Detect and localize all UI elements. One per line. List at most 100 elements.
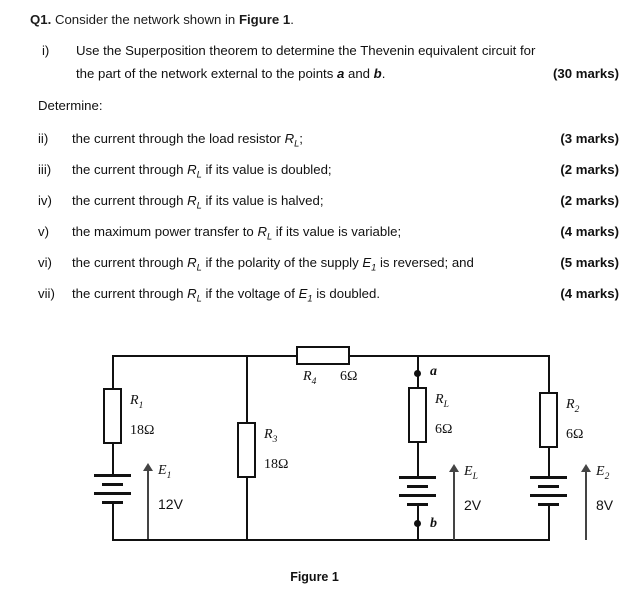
item-vi-numeral: vi) [38,255,52,270]
label-r2-value: 6Ω [566,427,584,442]
label-r3-sub: 3 [272,434,278,445]
battery-e1-plate-short-2 [102,501,123,504]
item-v-numeral: v) [38,224,49,239]
wire-top-right [348,355,550,357]
item-i-numeral: i) [42,43,50,58]
item-vi-sub2: 1 [371,262,377,273]
item-ii-text-a: the current through the load resistor [72,131,285,146]
item-iv-text-a: the current through [72,193,188,208]
item-i-line2-a: the part of the network external to the … [76,66,337,81]
item-i-line2: the part of the network external to the … [76,66,385,81]
item-vii-marks: (4 marks) [560,286,619,301]
battery-el-plate-long-1 [399,476,436,479]
label-r4-sub: 4 [311,376,317,387]
label-r3-sym: R [264,427,273,442]
question-number: Q1. [30,12,52,27]
label-e1-sym: E [158,463,167,478]
item-vii-sym: R [187,286,197,301]
item-iv-sym: R [187,193,197,208]
item-vii-text-c: is doubled. [312,286,381,301]
item-v-text-b: if its value is variable; [272,224,402,239]
label-r2-sym: R [566,397,575,412]
label-rl-sym: R [435,392,444,407]
label-e1-value: 12V [158,496,183,512]
wire-r1-bottom-lead [112,444,114,474]
question-intro-after: . [290,12,294,27]
wire-top-left [112,355,298,357]
item-iv-text-b: if its value is halved; [201,193,324,208]
item-iv-text: the current through RL if its value is h… [72,193,324,211]
arrow-e1-head [143,463,153,471]
label-r3: R3 [264,427,277,445]
item-ii-sub: L [294,138,300,149]
item-ii-text: the current through the load resistor RL… [72,131,303,149]
label-r1-sub: 1 [138,400,144,411]
label-r4-value: 6Ω [340,369,358,384]
figure-reference: Figure 1 [238,12,291,27]
battery-e1-plate-long-2 [94,492,131,495]
determine-label: Determine: [38,98,103,113]
label-e2-sub: 2 [604,471,610,482]
label-node-b: b [430,516,437,532]
item-i-line1: Use the Superposition theorem to determi… [76,43,536,58]
label-node-a-text: a [430,364,437,379]
item-vii-sub: L [196,293,202,304]
item-ii-sym: R [284,131,295,146]
item-vi-text-b: if the polarity of the supply [201,255,363,270]
arrow-e2-shaft [585,472,587,540]
item-iv-numeral: iv) [38,193,52,208]
battery-e2-plate-short-2 [538,503,559,506]
label-r4: R4 [303,369,316,387]
item-vii-text: the current through RL if the voltage of… [72,286,380,304]
item-iii-text: the current through RL if its value is d… [72,162,332,180]
arrow-e1-shaft [147,471,149,539]
figure-caption: Figure 1 [290,570,339,584]
label-el-sym: E [464,464,473,479]
label-r3-value: 18Ω [264,457,289,472]
item-v-sub: L [266,231,273,242]
label-e2-sym: E [596,464,605,479]
label-rl-sub: L [443,399,449,410]
item-i-marks: (30 marks) [553,66,619,81]
label-rl: RL [435,392,449,410]
item-iii-text-b: if its value is doubled; [201,162,332,177]
item-i-line2-c: and [344,66,374,81]
battery-e1-plate-long-1 [94,474,131,477]
item-ii-text-b: ; [299,131,303,146]
item-vii-sym2: E [298,286,308,301]
battery-el-plate-short-2 [407,503,428,506]
resistor-rl [408,387,427,443]
circuit-diagram: R1 18Ω E1 12V R3 18Ω R4 6Ω a b RL 6Ω EL … [0,330,629,570]
wire-r2-bottom-lead [548,448,550,476]
label-el-sub: L [472,471,478,482]
item-vii-text-b: if the voltage of [201,286,299,301]
item-vii-numeral: vii) [38,286,55,301]
item-iii-numeral: iii) [38,162,52,177]
item-iv-sub: L [196,200,202,211]
item-vi-text: the current through RL if the polarity o… [72,255,474,273]
node-b-ref: b [373,66,382,81]
item-vi-text-a: the current through [72,255,188,270]
node-a-dot [414,370,421,377]
item-i-line2-e: . [381,66,386,81]
resistor-r1 [103,388,122,444]
item-vi-marks: (5 marks) [560,255,619,270]
battery-e2-plate-short-1 [538,485,559,488]
item-vi-sub: L [196,262,202,273]
wire-bottom [112,539,550,541]
item-v-text: the maximum power transfer to RL if its … [72,224,401,242]
node-b-dot [414,520,421,527]
wire-r2-top-lead [548,355,550,392]
item-v-sym: R [257,224,267,239]
wire-r3-bottom-lead [246,478,248,540]
item-vii-sub2: 1 [307,293,313,304]
item-v-marks: (4 marks) [560,224,619,239]
label-r2-sub: 2 [574,404,580,415]
item-vii-text-a: the current through [72,286,188,301]
item-iv-marks: (2 marks) [560,193,619,208]
resistor-r3 [237,422,256,478]
item-iii-sub: L [196,169,202,180]
battery-el-plate-short-1 [407,485,428,488]
label-rl-value: 6Ω [435,422,453,437]
item-iii-sym: R [187,162,197,177]
